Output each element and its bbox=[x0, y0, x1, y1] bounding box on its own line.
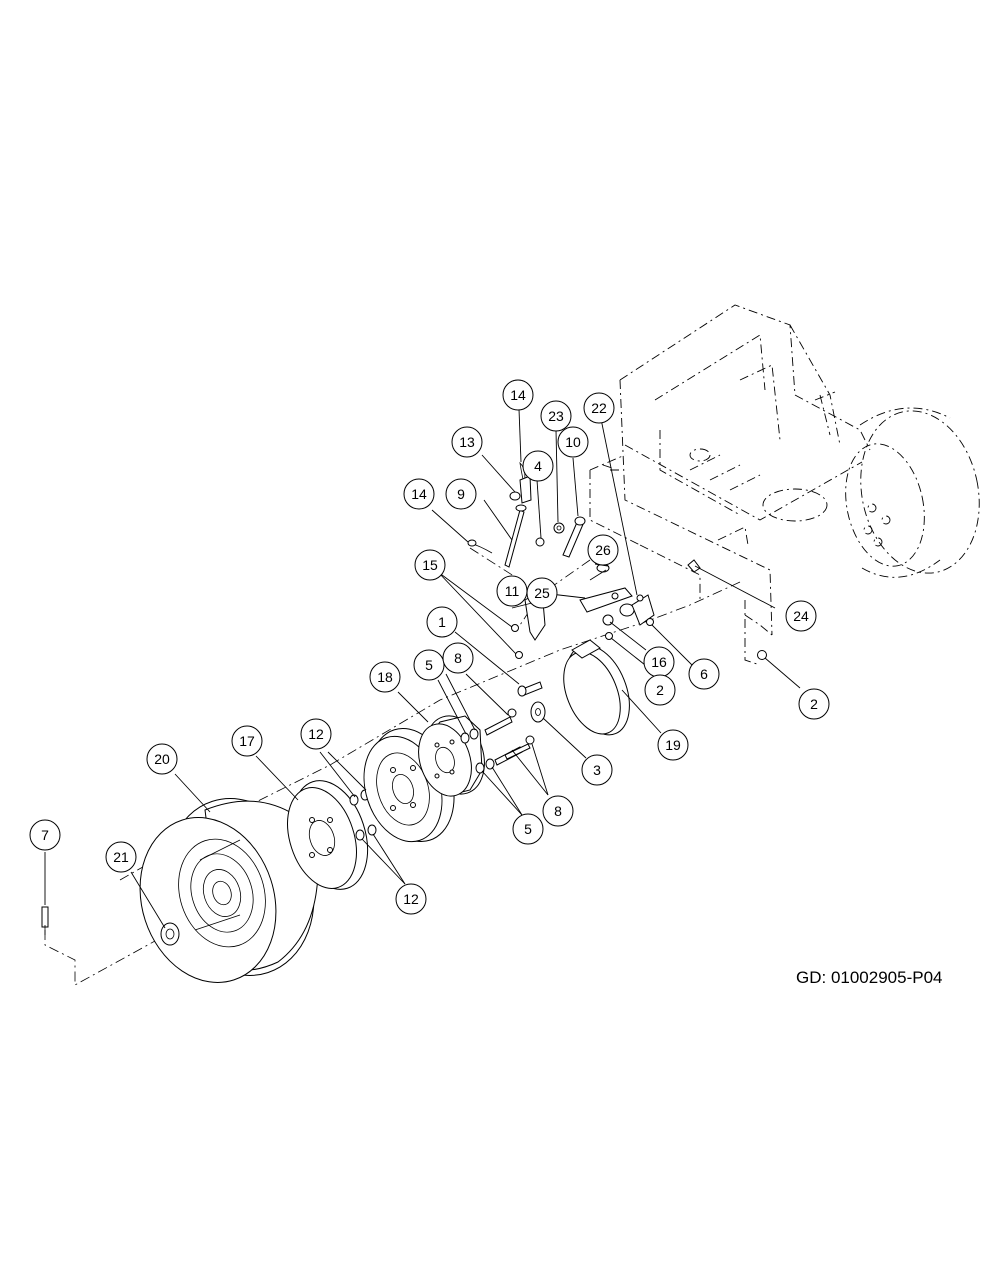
callout-2-right: 2 bbox=[798, 688, 830, 720]
callout-3: 3 bbox=[581, 754, 613, 786]
brake-rod bbox=[504, 504, 527, 568]
callout-20: 20 bbox=[146, 743, 178, 775]
callout-23-label: 23 bbox=[548, 408, 564, 424]
callout-14-left-label: 14 bbox=[411, 486, 427, 502]
clevis bbox=[519, 475, 532, 504]
callout-23: 23 bbox=[540, 400, 572, 432]
callout-4: 4 bbox=[522, 450, 554, 482]
callout-18: 18 bbox=[369, 661, 401, 693]
pin-axis bbox=[469, 547, 521, 581]
callout-8-top-label: 8 bbox=[454, 650, 462, 666]
callout-11: 11 bbox=[496, 575, 528, 607]
callout-8-bottom: 8 bbox=[542, 795, 574, 827]
lever-22 bbox=[631, 594, 655, 626]
callout-24: 24 bbox=[785, 600, 817, 632]
callout-19-label: 19 bbox=[665, 737, 681, 753]
callout-15: 15 bbox=[414, 549, 446, 581]
callout-10: 10 bbox=[557, 426, 589, 458]
callout-14-top: 14 bbox=[502, 379, 534, 411]
callout-16-label: 16 bbox=[651, 654, 667, 670]
callout-26: 26 bbox=[587, 534, 619, 566]
callout-3-label: 3 bbox=[593, 762, 601, 778]
callout-14-left: 14 bbox=[403, 478, 435, 510]
callout-11-label: 11 bbox=[505, 583, 520, 599]
valve-stem bbox=[41, 906, 49, 935]
lug-nut bbox=[160, 922, 180, 946]
clevis-pin bbox=[509, 491, 521, 501]
callout-19: 19 bbox=[657, 729, 689, 761]
callout-2-left: 2 bbox=[644, 674, 676, 706]
callout-12-top: 12 bbox=[300, 718, 332, 750]
callout-13-label: 13 bbox=[459, 434, 475, 450]
callout-22-label: 22 bbox=[591, 400, 607, 416]
callout-26-label: 26 bbox=[595, 542, 611, 558]
callout-1: 1 bbox=[426, 606, 458, 638]
hub-bolts bbox=[484, 708, 535, 766]
callout-4-label: 4 bbox=[534, 458, 542, 474]
callout-24-label: 24 bbox=[793, 608, 809, 624]
callout-25: 25 bbox=[526, 577, 558, 609]
callout-12-bottom: 12 bbox=[395, 883, 427, 915]
brake-band bbox=[563, 639, 630, 736]
assembly-axis bbox=[119, 581, 741, 881]
hub-nuts bbox=[460, 728, 495, 774]
callout-20-label: 20 bbox=[154, 751, 170, 767]
callout-14-top-label: 14 bbox=[510, 387, 526, 403]
callout-12-top-label: 12 bbox=[308, 726, 324, 742]
callout-8-bottom-label: 8 bbox=[554, 803, 562, 819]
callout-2-right-label: 2 bbox=[810, 696, 818, 712]
callout-8-top: 8 bbox=[442, 642, 474, 674]
axle-bolt bbox=[517, 681, 543, 697]
callout-6-label: 6 bbox=[700, 666, 708, 682]
washer bbox=[530, 701, 546, 723]
washer-23 bbox=[553, 522, 565, 534]
callout-13: 13 bbox=[451, 426, 483, 458]
callout-21: 21 bbox=[105, 841, 137, 873]
callout-15-label: 15 bbox=[422, 557, 438, 573]
callout-balloons: 7 21 20 17 12 12 18 5 8 5 8 1 3 19 15 11… bbox=[29, 379, 830, 915]
spacer-26 bbox=[589, 563, 610, 581]
callout-17: 17 bbox=[231, 725, 263, 757]
drawing-code: GD: 01002905-P04 bbox=[796, 968, 943, 987]
callout-12-bottom-label: 12 bbox=[403, 891, 419, 907]
callout-1-label: 1 bbox=[438, 614, 446, 630]
callout-5-top-label: 5 bbox=[425, 657, 433, 673]
callout-25-label: 25 bbox=[534, 585, 550, 601]
callout-21-label: 21 bbox=[113, 849, 129, 865]
leader-lines bbox=[44, 408, 801, 929]
pin-24 bbox=[687, 559, 701, 573]
nuts-15 bbox=[511, 624, 523, 659]
hub-plate bbox=[287, 780, 369, 890]
callout-22: 22 bbox=[583, 392, 615, 424]
nut-6 bbox=[646, 618, 654, 626]
callout-5-top: 5 bbox=[413, 649, 445, 681]
callout-10-label: 10 bbox=[565, 434, 581, 450]
callout-6: 6 bbox=[688, 658, 720, 690]
nut-2-right bbox=[757, 650, 767, 660]
callout-9: 9 bbox=[445, 478, 477, 510]
nut-2-left bbox=[605, 632, 613, 640]
callout-17-label: 17 bbox=[239, 733, 255, 749]
callout-5-bottom-label: 5 bbox=[524, 821, 532, 837]
rod-end-10 bbox=[562, 516, 586, 558]
callout-7: 7 bbox=[29, 819, 61, 851]
cotter-pin-left bbox=[467, 539, 493, 554]
callout-5-bottom: 5 bbox=[512, 813, 544, 845]
callout-16: 16 bbox=[643, 646, 675, 678]
link-plate-25 bbox=[579, 587, 635, 617]
callout-9-label: 9 bbox=[457, 486, 465, 502]
callout-2-left-label: 2 bbox=[656, 682, 664, 698]
far-wheel bbox=[814, 391, 980, 578]
nut-4 bbox=[535, 537, 545, 547]
callout-18-label: 18 bbox=[377, 669, 393, 685]
callout-7-label: 7 bbox=[41, 827, 49, 843]
